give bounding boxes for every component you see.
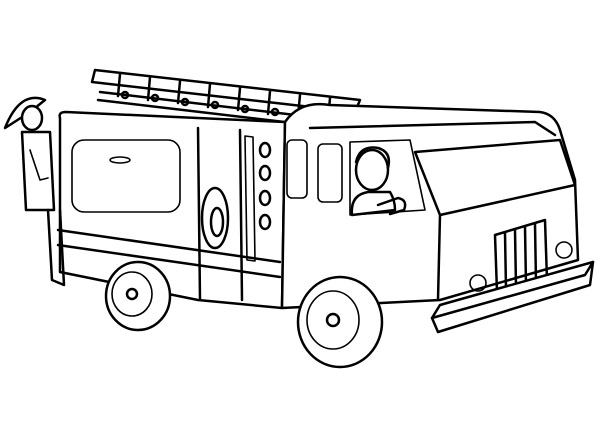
- headlight-left: [469, 274, 487, 292]
- hose-reel: [200, 186, 230, 250]
- front-wheel: [296, 275, 384, 369]
- driver: [350, 146, 407, 217]
- truck-body: [56, 110, 287, 310]
- cab-window-2: [317, 143, 343, 203]
- driver-window: [349, 139, 426, 216]
- rear-window: [71, 139, 181, 213]
- cab-window-1: [286, 139, 308, 199]
- rear-wheel: [104, 260, 172, 332]
- truck-cab: [280, 102, 595, 334]
- side-lights: [258, 141, 272, 231]
- firefighter: [3, 96, 66, 287]
- headlight-right: [555, 241, 573, 259]
